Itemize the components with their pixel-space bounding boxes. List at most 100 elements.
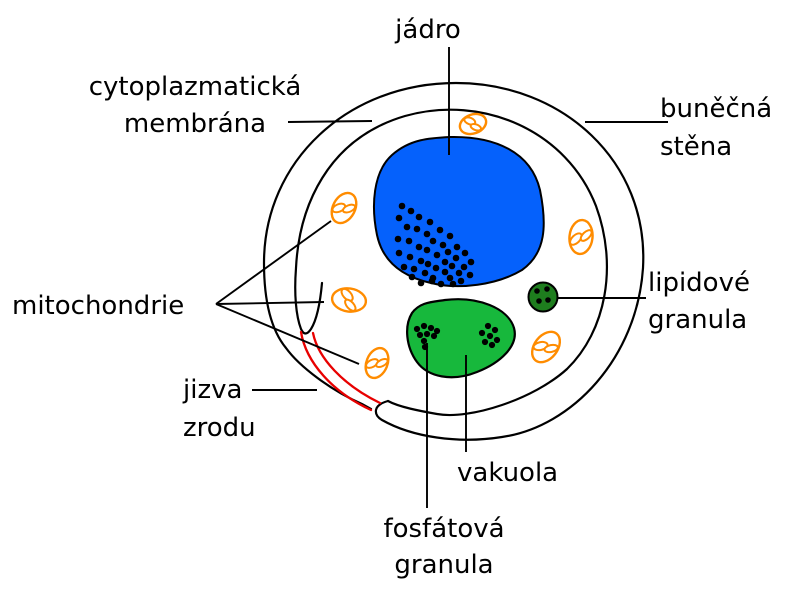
cell-wall-outline <box>262 81 645 441</box>
phosphate-granule-dot <box>491 326 499 334</box>
mitochondrion-shape-1 <box>458 112 488 136</box>
label-bunecna-line2: stěna <box>660 132 733 162</box>
label-jizva-line1: jizva <box>183 375 243 405</box>
plasma-membrane-outline <box>294 108 608 417</box>
nucleus-granule-dot <box>428 277 436 285</box>
nucleus-granule-dot <box>400 263 408 271</box>
leader-mitochondrie-3 <box>215 303 360 365</box>
label-bunecna-stena: buněčná stěna <box>660 90 772 166</box>
nucleus-granule-dot <box>467 258 475 266</box>
nucleus-granule-dot <box>417 257 425 265</box>
mitochondrion-part <box>344 298 357 312</box>
label-vakuola: vakuola <box>457 455 558 492</box>
nucleus-granule-dot <box>448 262 456 270</box>
phosphate-granule-dot <box>413 325 421 333</box>
label-bunecna-line1: buněčná <box>660 94 773 124</box>
label-jizva-zrodu: jizva zrodu <box>183 371 256 447</box>
label-mitochondrie-text: mitochondrie <box>12 291 185 321</box>
nucleus-granule-dot <box>461 249 469 257</box>
mitochondrion-part <box>579 229 593 242</box>
nucleus-granule-dot <box>432 264 440 272</box>
phosphate-granule-dot <box>478 329 486 337</box>
label-fosfatova-line2: granula <box>394 550 494 580</box>
phosphate-granule-dot <box>493 336 501 344</box>
phosphate-granule-dot <box>488 341 496 349</box>
mitochondrion-part <box>543 343 559 354</box>
label-mitochondrie: mitochondrie <box>12 288 184 325</box>
nucleus-granule-dot <box>437 280 445 288</box>
nucleus-granule-dot <box>417 279 425 287</box>
label-jizva-line2: zrodu <box>183 413 256 443</box>
label-cytoplazmaticka-line1: cytoplazmatická <box>88 72 302 102</box>
nucleus-granule-dot <box>429 237 437 245</box>
nucleus-granule-dot <box>453 243 461 251</box>
nucleus-granule-dot <box>403 223 411 231</box>
nucleus-granule-dot <box>446 232 454 240</box>
mitochondrion-part <box>469 123 483 132</box>
label-vakuola-text: vakuola <box>457 458 559 488</box>
phosphate-granule-dot <box>486 332 494 340</box>
nucleus-granule-dot <box>395 249 403 257</box>
nucleus-granule-dot <box>395 214 403 222</box>
nucleus-granule-dot <box>410 265 418 273</box>
nucleus-granule-dot <box>460 263 468 271</box>
leader-mitochondrie-1 <box>215 220 332 305</box>
nucleus-granule-dot <box>423 230 431 238</box>
mitochondrion-shape-6 <box>530 330 562 364</box>
mitochondrion-shape-3 <box>330 287 368 313</box>
nucleus-granule-dot <box>436 226 444 234</box>
vacuole-shape <box>406 298 516 379</box>
organelles-layer <box>330 112 594 380</box>
nucleus-granule-dot <box>394 235 402 243</box>
nucleus-granule-dot <box>444 248 452 256</box>
leader-cytoplazmaticka-membrana <box>287 120 373 123</box>
label-jadro: jádro <box>395 12 461 49</box>
nucleus-granule-dot <box>405 237 413 245</box>
lipid-granule-shape <box>527 281 559 313</box>
phosphate-granule-dot <box>416 331 424 339</box>
nucleus-granule-dot <box>466 271 474 279</box>
label-lipidove-line1: lipidové <box>648 268 750 298</box>
nucleus-granule-dot <box>398 202 406 210</box>
nucleus-granule-dot <box>455 269 463 277</box>
label-fosfatova-line1: fosfátová <box>383 514 505 544</box>
mitochondrion-part <box>569 232 583 246</box>
nucleus-granule-dot <box>457 277 465 285</box>
label-jadro-text: jádro <box>395 15 461 45</box>
nucleus-granule-dot <box>421 269 429 277</box>
nucleus-granule-dot <box>413 225 421 233</box>
mitochondrion-part <box>341 203 357 214</box>
phosphate-granule-dot <box>430 332 438 340</box>
lipid-granule-dot <box>544 286 550 292</box>
nucleus-granule-dot <box>415 213 423 221</box>
phosphate-granule-dot <box>420 337 428 345</box>
nucleus-granule-dot <box>441 258 449 266</box>
mitochondrion-part <box>340 287 354 302</box>
nucleus-granule-dot <box>408 273 416 281</box>
mitochondrion-part <box>365 358 379 369</box>
mitochondrion-part <box>463 116 477 126</box>
nucleus-granule-dot <box>449 280 457 288</box>
mitochondrion-shape-4 <box>364 346 390 380</box>
phosphate-granule-dot <box>481 338 489 346</box>
label-lipidove-line2: granula <box>648 305 748 335</box>
nucleus-granule-dot <box>441 268 449 276</box>
phosphate-granule-dot <box>423 330 431 338</box>
nucleus-granule-dot <box>452 254 460 262</box>
label-lipidove-granula: lipidové granula <box>648 265 750 339</box>
mitochondrion-part <box>375 357 389 369</box>
label-cytoplazmaticka-line2: membrána <box>123 109 267 139</box>
nucleus-shape <box>373 135 545 288</box>
nucleus-granule-dot <box>426 218 434 226</box>
nucleus-granule-dot <box>415 243 423 251</box>
nucleus-granule-dot <box>423 246 431 254</box>
phosphate-granule-dot <box>420 322 428 330</box>
mitochondrion-shape-5 <box>568 218 594 256</box>
nucleus-granule-dot <box>424 260 432 268</box>
nucleus-granule-dot <box>433 251 441 259</box>
lipid-granule-dot <box>536 298 542 304</box>
nucleus-granule-dot <box>406 253 414 261</box>
birth-scar-line-inner <box>311 331 382 405</box>
